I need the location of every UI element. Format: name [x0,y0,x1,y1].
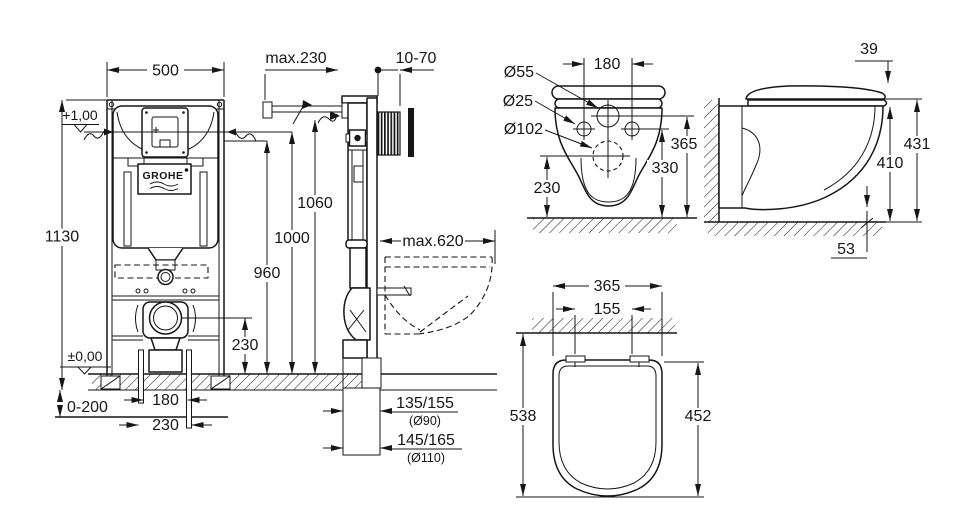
bowl-profile [718,105,884,211]
wave-icon [149,181,179,187]
dim-hole-fixing: Ø25 [503,93,533,110]
dim-hole-flush: Ø55 [504,64,534,81]
level-triangle-icon [76,366,93,375]
seat-top-view: 365 155 538 452 [505,278,716,498]
bowl-outline-dashed [384,256,493,335]
toilet-lid [745,85,886,100]
frame-side-view: max.230 10-70 1060 1000 960 max.620 135/… [249,50,496,465]
dim-height-1000: 1000 [274,230,310,247]
dim-seat-depth: 538 [510,408,537,425]
dim-seat-length: 452 [685,408,712,425]
dim-seat-height: 431 [904,136,931,153]
dim-lid-drop: 39 [860,41,878,58]
drain-outlet [148,301,183,335]
bowl-top-view: Ø55 Ø25 Ø102 180 365 330 230 [503,56,702,233]
dim-height-960: 960 [254,265,281,282]
dim-outlet-a: 135/155 [396,395,454,412]
finished-wall-plate [408,108,414,157]
level-triangle-icon [72,124,89,133]
grohe-logo: GROHE [137,163,192,195]
bowl-side-view: 39 431 410 53 [704,41,935,259]
hinge-left [565,355,586,363]
dim-wall-range: 10-70 [396,50,437,67]
registered-mark-icon [184,168,189,172]
frame-front-view: GROHE 500 [41,62,292,434]
break-wave-icon [317,113,338,124]
dim-bowl-depth: 365 [671,136,698,153]
dim-hinge-span: 155 [594,301,621,318]
dim-bowl-depth-inner: 330 [652,160,679,177]
dim-outlet-offset: 230 [534,180,561,197]
break-wave-icon [235,132,257,142]
seat-outline [552,359,663,497]
dim-outlet-b-dia: (Ø110) [407,451,445,465]
dim-pipe-span-inner: 180 [152,392,179,409]
hinge-right [629,355,650,363]
dim-frame-width: 500 [152,63,179,80]
dim-under-offset: 53 [837,241,855,258]
dim-seat-width: 365 [594,278,621,295]
dim-pipe-span-outer: 230 [152,417,179,434]
grohe-logo-text: GROHE [142,170,183,182]
dim-outlet-b: 145/165 [397,432,455,449]
toilet-seat [747,99,888,107]
dim-outlet-a-dia: (Ø90) [409,414,441,428]
dim-fixing-span: 180 [594,56,621,73]
dim-floor-buildup: 0-200 [67,399,108,416]
dim-hole-outlet: Ø102 [504,121,543,138]
dim-frame-height: 1130 [45,229,80,246]
dim-drain-height: 230 [232,337,259,354]
dim-projection: max.620 [402,233,463,250]
inlet-bend [376,111,401,156]
break-zigzag-icon [292,102,306,125]
dim-height-1060: 1060 [297,195,333,212]
break-wave-icon [83,130,105,141]
level-zero: ±0,00 [68,348,103,364]
level-plus-100: +1,00 [62,107,98,123]
dim-rim-height: 410 [877,155,904,172]
dim-frame-depth: max.230 [265,50,326,67]
